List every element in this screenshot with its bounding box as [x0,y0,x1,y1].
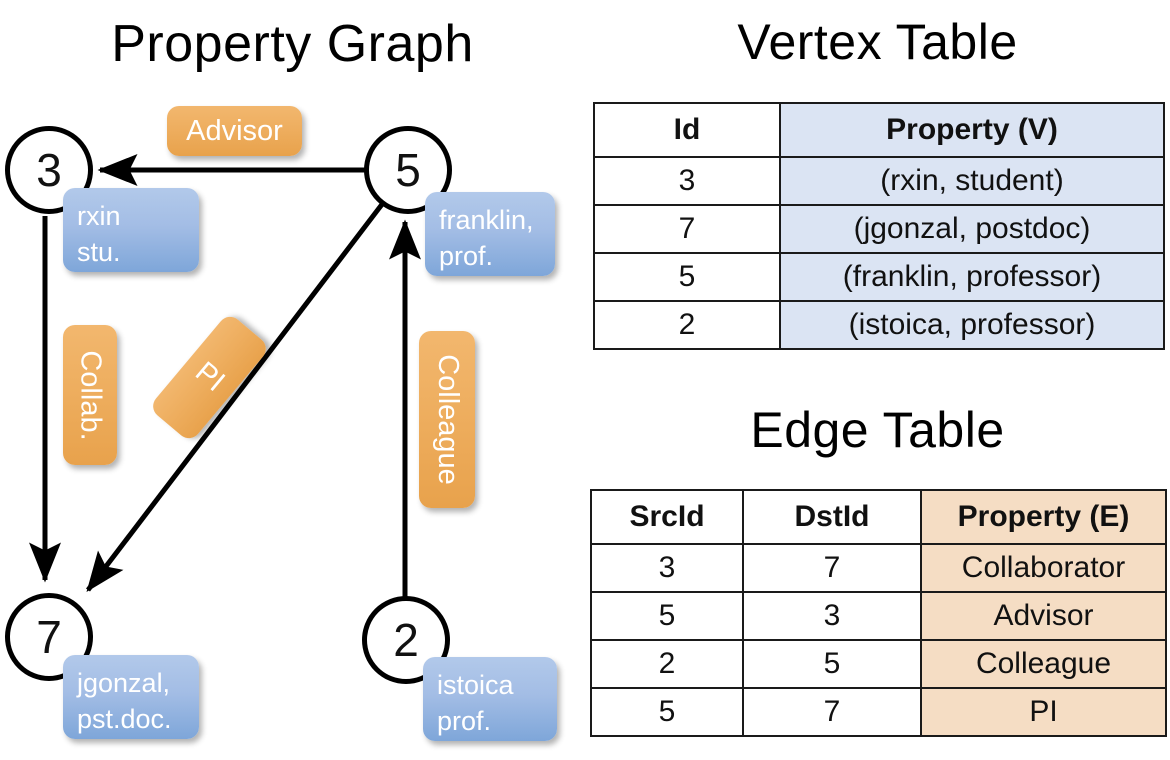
vertex-table-header-property: Property (V) [779,102,1165,158]
graph-edges-layer [29,154,421,600]
vertex-row-3-id: 2 [593,300,781,350]
edge-row-0-dst: 7 [742,543,922,593]
page-title-edge-table: Edge Table [750,402,1005,458]
node-property-box-2: istoica prof. [423,657,557,741]
node-property-box-7: jgonzal, pst.doc. [63,655,199,739]
node-property-line-jgonzal: jgonzal, [77,668,171,698]
table-row[interactable]: 5 (franklin, professor) [593,252,1165,302]
edge-row-2-dst: 5 [742,639,922,689]
edge-row-3-src: 5 [590,687,744,737]
vertex-row-1-id: 7 [593,204,781,254]
vertex-table-header-row: Id Property (V) [593,102,1165,158]
node-property-line-franklin: franklin, [439,205,534,235]
node-property-line-stu: stu. [77,237,121,267]
table-row[interactable]: 2 (istoica, professor) [593,300,1165,350]
edge-table-header-property: Property (E) [920,489,1167,545]
edge-row-1-src: 5 [590,591,744,641]
edge-label-pi-text: PI [189,356,231,399]
vertex-row-2-property: (franklin, professor) [779,252,1165,302]
edge-5-to-7 [86,201,385,592]
edge-row-0-src: 3 [590,543,744,593]
vertex-row-1-property: (jgonzal, postdoc) [779,204,1165,254]
edge-table-header-srcid: SrcId [590,489,744,545]
node-property-line-prof2: prof. [437,706,492,736]
edge-row-1-property: Advisor [920,591,1167,641]
node-property-box-3: rxin stu. [63,188,199,272]
table-row[interactable]: 5 7 PI [590,687,1167,737]
edge-row-3-dst: 7 [742,687,922,737]
edge-row-1-dst: 3 [742,591,922,641]
edge-label-collaborator: Collab. [63,325,117,465]
table-row[interactable]: 5 3 Advisor [590,591,1167,641]
table-row[interactable]: 3 7 Collaborator [590,543,1167,593]
edge-label-advisor: Advisor [167,106,302,156]
node-property-line-istoica: istoica [437,670,514,700]
table-row[interactable]: 2 5 Colleague [590,639,1167,689]
edge-row-3-property: PI [920,687,1167,737]
edge-label-colleague-text: Colleague [431,354,464,485]
vertex-row-3-property: (istoica, professor) [779,300,1165,350]
edge-label-colleague: Colleague [419,331,475,508]
edge-table-header-dstid: DstId [742,489,922,545]
vertex-row-0-id: 3 [593,156,781,206]
graph-node-2[interactable]: 2 [362,596,450,684]
vertex-row-2-id: 5 [593,252,781,302]
node-property-line-pstdoc: pst.doc. [77,704,172,734]
vertex-table-header-id: Id [593,102,781,158]
page-title-vertex-table: Vertex Table [737,14,1018,70]
edge-table: SrcId DstId Property (E) 3 7 Collaborato… [590,489,1167,737]
edge-row-2-src: 2 [590,639,744,689]
node-property-line-rxin: rxin [77,201,121,231]
edge-table-header-row: SrcId DstId Property (E) [590,489,1167,545]
property-graph-panel: Property Graph 3 5 7 2 rxin stu. frankli… [5,15,557,741]
vertex-table: Id Property (V) 3 (rxin, student) 7 (jgo… [593,102,1165,350]
page-title-property-graph: Property Graph [111,15,474,73]
edge-label-advisor-text: Advisor [186,114,283,147]
edge-row-2-property: Colleague [920,639,1167,689]
edge-label-collaborator-text: Collab. [74,349,107,441]
node-property-line-prof5: prof. [439,241,494,271]
graph-node-5[interactable]: 5 [364,126,452,214]
vertex-row-0-property: (rxin, student) [779,156,1165,206]
edge-row-0-property: Collaborator [920,543,1167,593]
node-property-box-5: franklin, prof. [425,192,555,276]
table-row[interactable]: 7 (jgonzal, postdoc) [593,204,1165,254]
table-row[interactable]: 3 (rxin, student) [593,156,1165,206]
